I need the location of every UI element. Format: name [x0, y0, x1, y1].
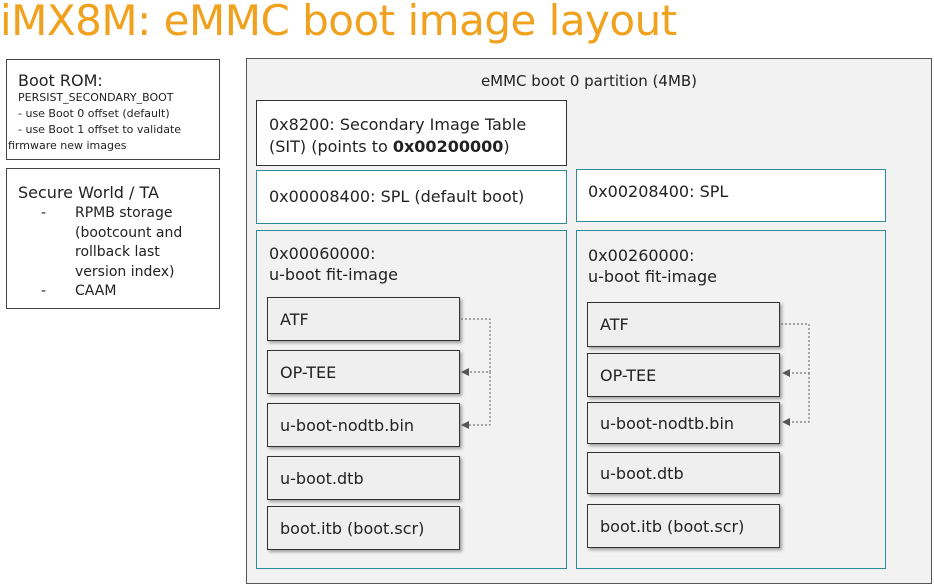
component-uboot-nodtb: u-boot-nodtb.bin: [587, 402, 780, 444]
fit-image-name: u-boot fit-image: [588, 267, 717, 286]
fit-image-name: u-boot fit-image: [269, 265, 398, 284]
fit-image-primary: 0x00060000: u-boot fit-image: [256, 230, 567, 569]
fit-image-address: 0x00260000:: [588, 246, 695, 265]
bullet-dash: -: [41, 205, 47, 221]
component-uboot-nodtb: u-boot-nodtb.bin: [267, 403, 460, 447]
boot-rom-line: - use Boot 0 offset (default): [18, 107, 170, 120]
spl-secondary: 0x00208400: SPL: [576, 169, 886, 222]
sit-address: 0x00200000: [392, 137, 504, 156]
fit-image-address: 0x00060000:: [269, 244, 376, 263]
boot-rom-line: firmware new images: [8, 139, 127, 152]
component-optee: OP-TEE: [587, 353, 780, 397]
secure-world-item: - CAAM: [18, 282, 195, 302]
component-optee: OP-TEE: [267, 350, 460, 394]
boot-rom-box: Boot ROM: PERSIST_SECONDARY_BOOT - use B…: [6, 59, 220, 160]
boot-rom-heading: Boot ROM:: [18, 71, 103, 90]
page-title: iMX8M: eMMC boot image layout: [0, 0, 677, 45]
component-boot-itb: boot.itb (boot.scr): [587, 504, 780, 548]
secure-world-item-text: CAAM: [75, 283, 117, 299]
partition-label: eMMC boot 0 partition (4MB): [480, 72, 698, 90]
secure-world-heading: Secure World / TA: [18, 183, 159, 202]
component-boot-itb: boot.itb (boot.scr): [267, 506, 460, 550]
sit-text: 0x8200: Secondary Image Table (SIT) (poi…: [269, 115, 527, 156]
secure-world-item-text: RPMB storage (bootcount and rollback las…: [75, 205, 183, 280]
secondary-image-table: 0x8200: Secondary Image Table (SIT) (poi…: [256, 100, 567, 166]
secure-world-box: Secure World / TA - RPMB storage (bootcou…: [6, 168, 220, 309]
boot-rom-line: PERSIST_SECONDARY_BOOT: [18, 91, 174, 104]
spl-primary: 0x00008400: SPL (default boot): [256, 170, 567, 224]
boot-rom-line: - use Boot 1 offset to validate: [18, 123, 182, 136]
component-uboot-dtb: u-boot.dtb: [587, 452, 780, 494]
secure-world-list: - RPMB storage (bootcount and rollback la…: [18, 204, 219, 302]
fit-image-secondary: 0x00260000: u-boot fit-image: [576, 230, 886, 569]
sit-text-end: ): [503, 137, 510, 156]
bullet-dash: -: [41, 283, 47, 299]
component-atf: ATF: [267, 297, 460, 341]
component-atf: ATF: [587, 302, 780, 347]
component-uboot-dtb: u-boot.dtb: [267, 456, 460, 500]
secure-world-item: - RPMB storage (bootcount and rollback la…: [18, 204, 195, 282]
